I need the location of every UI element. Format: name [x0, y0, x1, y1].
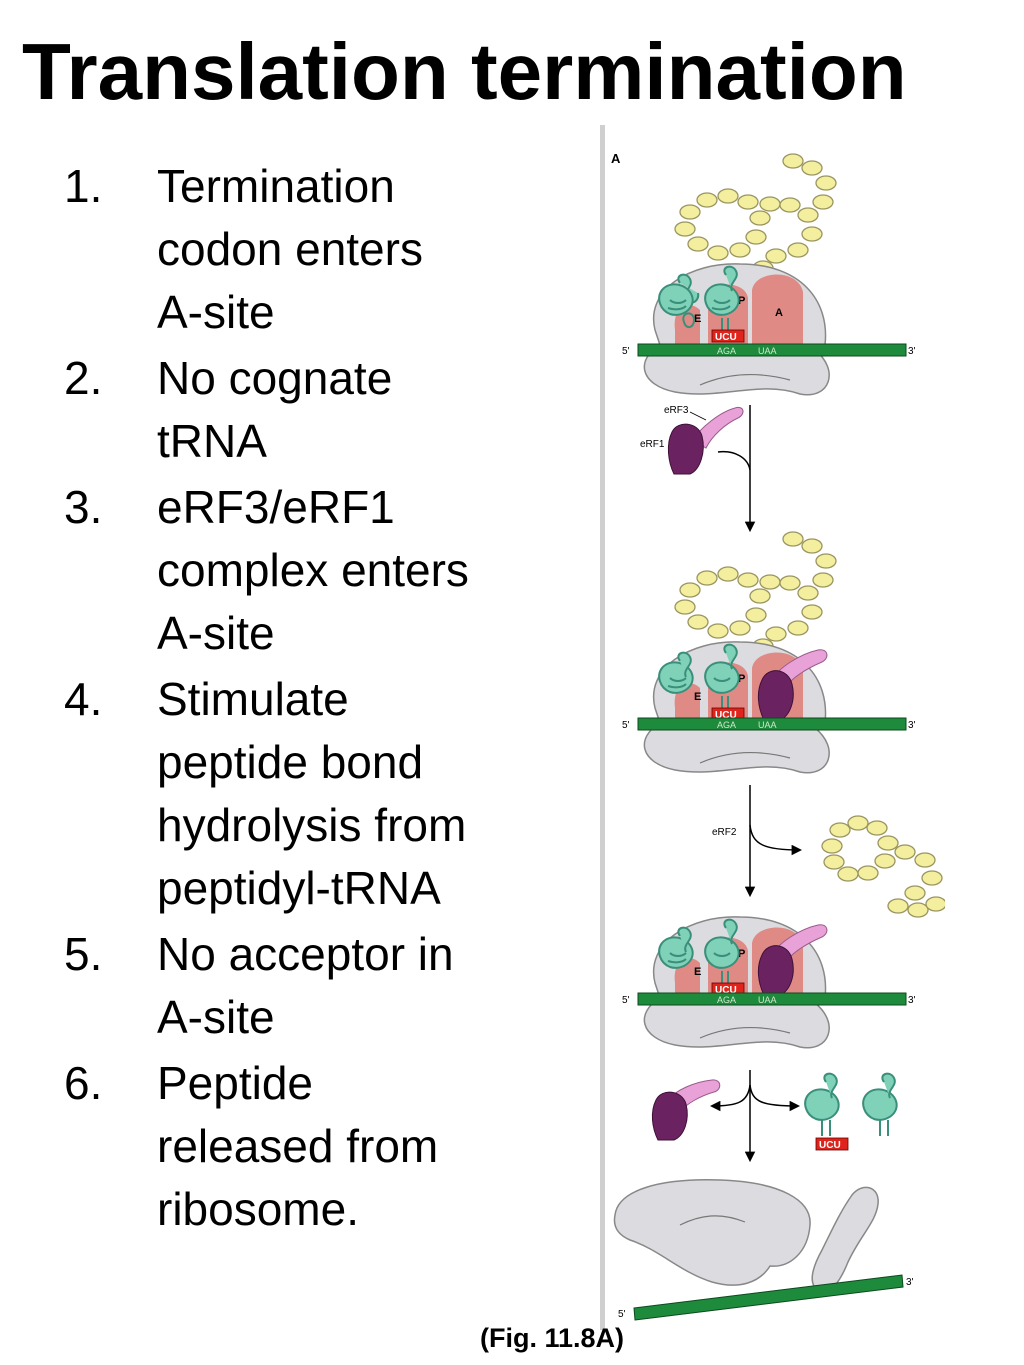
- dissociation-arrow-right: [749, 1084, 801, 1112]
- released-release-factors: [651, 1079, 721, 1141]
- step-line: peptide bond: [157, 736, 424, 788]
- step-line: A-site: [157, 286, 275, 338]
- trna-p: [704, 643, 740, 708]
- step-line: hydrolysis from: [157, 799, 467, 851]
- peptide-chain: [674, 531, 837, 654]
- site-p-label: P: [738, 948, 745, 960]
- mrna-3-prime: 3': [906, 1277, 914, 1288]
- trna-e: [658, 273, 700, 328]
- step-line: No cognate: [157, 352, 393, 404]
- step-item: 2. No cognate tRNA: [0, 347, 560, 473]
- mrna-strand: [637, 343, 907, 357]
- mrna-5-prime: 5': [618, 1309, 626, 1320]
- mrna-3-prime: 3': [908, 346, 916, 357]
- mrna-3-prime: 3': [908, 720, 916, 731]
- step-number: 5.: [64, 928, 103, 980]
- peptide-chain: [674, 153, 837, 276]
- released-peptide: [821, 815, 945, 918]
- step-line: ribosome.: [157, 1183, 359, 1235]
- anticodon-label: UCU: [715, 332, 737, 343]
- mrna-strand: [633, 1274, 904, 1321]
- mrna-3-prime: 3': [908, 995, 916, 1006]
- site-e-label: E: [694, 313, 701, 325]
- free-ribosomal-subunits: 5' 3': [613, 1179, 914, 1321]
- site-e-label: E: [694, 966, 701, 978]
- site-p-label: P: [738, 673, 745, 685]
- step-line: eRF3/eRF1: [157, 481, 395, 533]
- trna-p: [704, 265, 740, 330]
- termination-figure: A E P A: [600, 125, 945, 1330]
- step-number: 1.: [64, 160, 103, 212]
- trna-p: [704, 918, 740, 983]
- step-line: complex enters: [157, 544, 469, 596]
- panel-label: A: [611, 151, 621, 166]
- mrna-strand: [637, 717, 907, 731]
- erf1-shape: [667, 423, 704, 475]
- site-p-label: P: [738, 295, 745, 307]
- anticodon-label: UCU: [715, 985, 737, 996]
- erf3-shape: [692, 406, 744, 449]
- codon-p-label: AGA: [717, 995, 736, 1005]
- slide-title: Translation termination: [22, 27, 907, 116]
- erf3-label: eRF3: [664, 405, 689, 416]
- step-line: Termination: [157, 160, 395, 212]
- step-number: 3.: [64, 481, 103, 533]
- erf1-shape: [757, 670, 794, 721]
- dissociation-arrow-left: [709, 1084, 751, 1112]
- step-line: peptidyl-tRNA: [157, 862, 441, 914]
- stage-3-ribosome-complex: E P UCU 5' 3' AGA UAA: [622, 916, 916, 1049]
- step-number: 2.: [64, 352, 103, 404]
- step-number: 6.: [64, 1057, 103, 1109]
- erf1-shape: [651, 1091, 688, 1141]
- step-line: Peptide: [157, 1057, 314, 1109]
- step-item: 6. Peptide released from ribosome.: [0, 1052, 560, 1241]
- step-item: 3. eRF3/eRF1 complex enters A-site: [0, 476, 560, 665]
- step-line: No acceptor in: [157, 928, 454, 980]
- release-arrow: [749, 824, 803, 856]
- step-line: released from: [157, 1120, 439, 1172]
- site-a-label: A: [775, 307, 783, 319]
- erf1-shape: [757, 945, 794, 996]
- codon-p-label: AGA: [717, 720, 736, 730]
- mrna-5-prime: 5': [622, 995, 630, 1006]
- step-line: Stimulate: [157, 673, 349, 725]
- step-line: A-site: [157, 991, 275, 1043]
- trna-e: [658, 651, 694, 694]
- step-item: 1. Termination codon enters A-site: [0, 155, 560, 344]
- figure-caption: (Fig. 11.8A): [480, 1323, 625, 1353]
- codon-stop-label: UAA: [758, 720, 777, 730]
- stage-1-ribosome-complex: E P A UCU 5' 3' AGA UAA: [622, 153, 916, 396]
- erf3-leader: [689, 411, 707, 421]
- small-subunit: [811, 1186, 879, 1293]
- step-item: 5. No acceptor in A-site: [0, 923, 560, 1049]
- step-line: A-site: [157, 607, 275, 659]
- codon-stop-label: UAA: [758, 346, 777, 356]
- binding-arrow-1: [717, 450, 751, 471]
- erf1-label: eRF1: [640, 439, 665, 450]
- trna-e: [658, 926, 694, 969]
- erf2-label: eRF2: [712, 827, 737, 838]
- site-e-label: E: [694, 691, 701, 703]
- scan-edge-shading: [600, 125, 605, 1330]
- anticodon-box: [711, 329, 745, 343]
- codon-stop-label: UAA: [758, 995, 777, 1005]
- release-factor-complex: eRF3 eRF1: [640, 405, 744, 475]
- step-line: codon enters: [157, 223, 423, 275]
- released-trnas: [804, 1072, 898, 1136]
- codon-p-label: AGA: [717, 346, 736, 356]
- step-line: tRNA: [157, 415, 267, 467]
- stage-2-ribosome-complex: E P UCU 5' 3' AGA UAA: [622, 531, 916, 774]
- steps-list: 1. Termination codon enters A-site 2. No…: [0, 155, 560, 1244]
- mrna-5-prime: 5': [622, 346, 630, 357]
- mrna-strand: [637, 992, 907, 1006]
- step-number: 4.: [64, 673, 103, 725]
- mrna-5-prime: 5': [622, 720, 630, 731]
- anticodon-box: [815, 1137, 849, 1151]
- anticodon-label: UCU: [715, 710, 737, 721]
- large-subunit: [613, 1179, 811, 1286]
- step-item: 4. Stimulate peptide bond hydrolysis fro…: [0, 668, 560, 920]
- anticodon-label: UCU: [819, 1140, 841, 1151]
